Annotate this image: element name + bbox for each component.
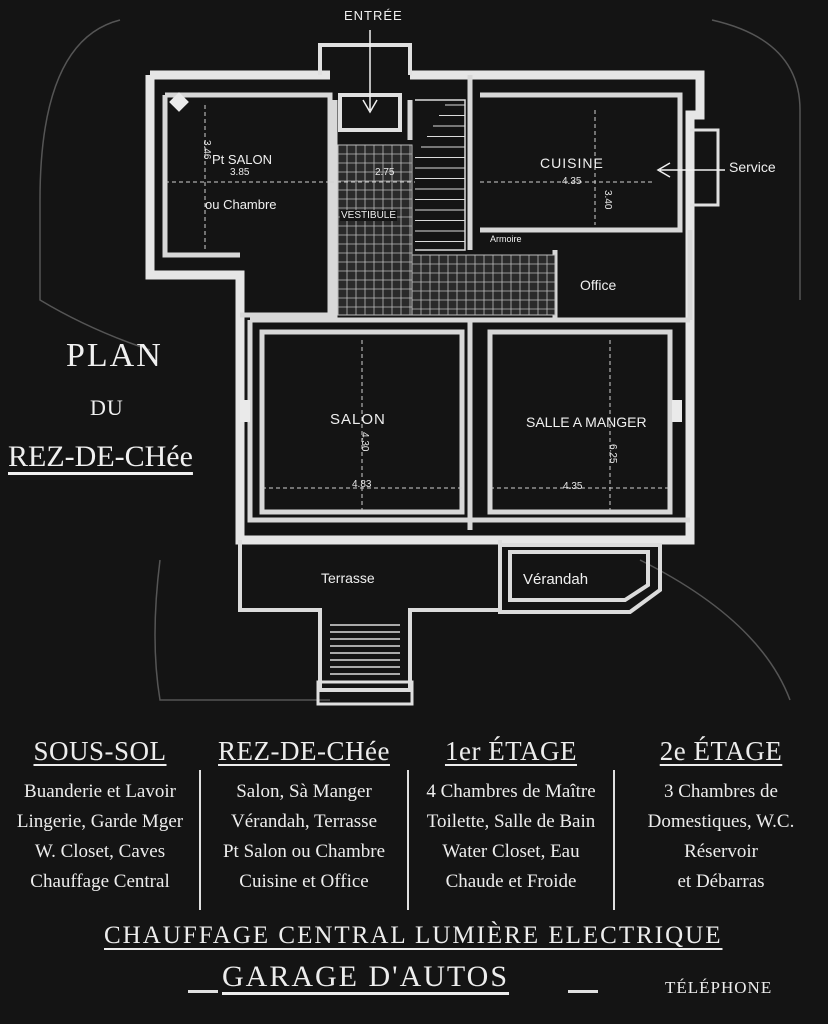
- column-divider: [407, 770, 409, 910]
- dim-petit-salon-height: 3.46: [201, 140, 212, 160]
- service-label: Service: [729, 159, 776, 175]
- terrace-steps: [330, 624, 400, 675]
- tile-grid: [337, 144, 555, 315]
- floor-line: Pt Salon ou Chambre: [222, 841, 386, 862]
- plan-title-line-2: DU: [90, 395, 124, 420]
- floor-heading: SOUS-SOL: [33, 736, 167, 766]
- floor-line: Buanderie et Lavoir: [24, 781, 176, 802]
- vestibule-tiles: [337, 144, 556, 316]
- floor-line: Salon, Sà Manger: [236, 781, 372, 802]
- stair-steps: [415, 104, 465, 242]
- room-label-salon: SALON: [330, 411, 386, 428]
- dim-cuisine-width: 4.35: [562, 176, 582, 187]
- room-label-petit-salon-alt: ou Chambre: [205, 197, 277, 212]
- dim-sam-width: 4.35: [563, 481, 583, 492]
- floor-line: Lingerie, Garde Mger: [16, 811, 184, 832]
- floor-line: Domestiques, W.C.: [647, 811, 795, 832]
- floor-line: Chauffage Central: [30, 871, 170, 892]
- plan-title-line-3: REZ-DE-CHée: [8, 440, 193, 473]
- floor-heading: REZ-DE-CHée: [218, 736, 390, 766]
- room-label-terrasse: Terrasse: [321, 570, 375, 586]
- terrace-walls: [238, 540, 662, 692]
- room-label-office: Office: [580, 277, 617, 293]
- floor-line: Vérandah, Terrasse: [230, 811, 378, 832]
- floor-line: Water Closet, Eau: [442, 841, 580, 862]
- room-label-vestibule: VESTIBULE: [340, 210, 398, 221]
- floor-column-1er-etage: 1er ÉTAGE 4 Chambres de Maître Toilette,…: [412, 736, 610, 897]
- room-label-petit-salon: Pt SALON: [212, 152, 272, 167]
- floor-line: Toilette, Salle de Bain: [426, 811, 596, 832]
- floor-line: 3 Chambres de: [664, 781, 778, 802]
- floor-line: et Débarras: [677, 871, 765, 892]
- floor-column-rez-de-chaussee: REZ-DE-CHée Salon, Sà Manger Vérandah, T…: [204, 736, 404, 897]
- garden-outline: [39, 19, 801, 701]
- service-arrow: [656, 162, 725, 178]
- floor-line: W. Closet, Caves: [34, 841, 166, 862]
- entrance-arrow: [362, 30, 378, 114]
- staircase: [415, 99, 466, 251]
- dim-cuisine-height: 3.40: [602, 190, 613, 210]
- telephone-label: TÉLÉPHONE: [665, 978, 773, 997]
- floor-heading: 1er ÉTAGE: [444, 736, 578, 766]
- floor-heading: 2e ÉTAGE: [659, 736, 783, 766]
- dim-petit-salon-width: 3.85: [230, 167, 250, 178]
- floor-line: Réservoir: [684, 841, 758, 862]
- outer-walls: [145, 70, 705, 545]
- room-label-cuisine: CUISINE: [540, 155, 604, 171]
- room-label-salle-a-manger: SALLE A MANGER: [526, 414, 647, 430]
- floor-column-sous-sol: SOUS-SOL Buanderie et Lavoir Lingerie, G…: [4, 736, 196, 897]
- entrance-label: ENTRÉE: [344, 8, 403, 23]
- dim-salon-width: 4.83: [352, 479, 372, 490]
- garage-rule-right: [568, 990, 598, 993]
- floor-line: Cuisine et Office: [239, 871, 369, 892]
- column-divider: [199, 770, 201, 910]
- terrace-landing: [316, 680, 414, 706]
- floor-line: 4 Chambres de Maître: [426, 781, 596, 802]
- dim-salon-height: 4.30: [359, 432, 370, 452]
- column-divider: [613, 770, 615, 910]
- features-banner: CHAUFFAGE CENTRAL LUMIÈRE ELECTRIQUE: [104, 922, 723, 949]
- floor-column-2e-etage: 2e ÉTAGE 3 Chambres de Domestiques, W.C.…: [618, 736, 824, 897]
- floor-line: Chaude et Froide: [445, 871, 577, 892]
- entrance-porch: [318, 43, 412, 132]
- dim-sam-height: 6.25: [607, 444, 618, 464]
- plan-title-line-1: PLAN: [66, 337, 163, 374]
- inner-walls: [162, 75, 693, 530]
- fireplaces: [169, 92, 682, 422]
- garage-rule-left: [188, 990, 218, 993]
- room-label-armoire: Armoire: [490, 234, 522, 244]
- garage-banner: GARAGE D'AUTOS: [222, 960, 510, 993]
- service-door: [690, 128, 720, 207]
- dim-vestibule-width: 2.75: [375, 167, 395, 178]
- dimension-lines: [165, 105, 670, 510]
- room-label-verandah: Vérandah: [523, 571, 589, 588]
